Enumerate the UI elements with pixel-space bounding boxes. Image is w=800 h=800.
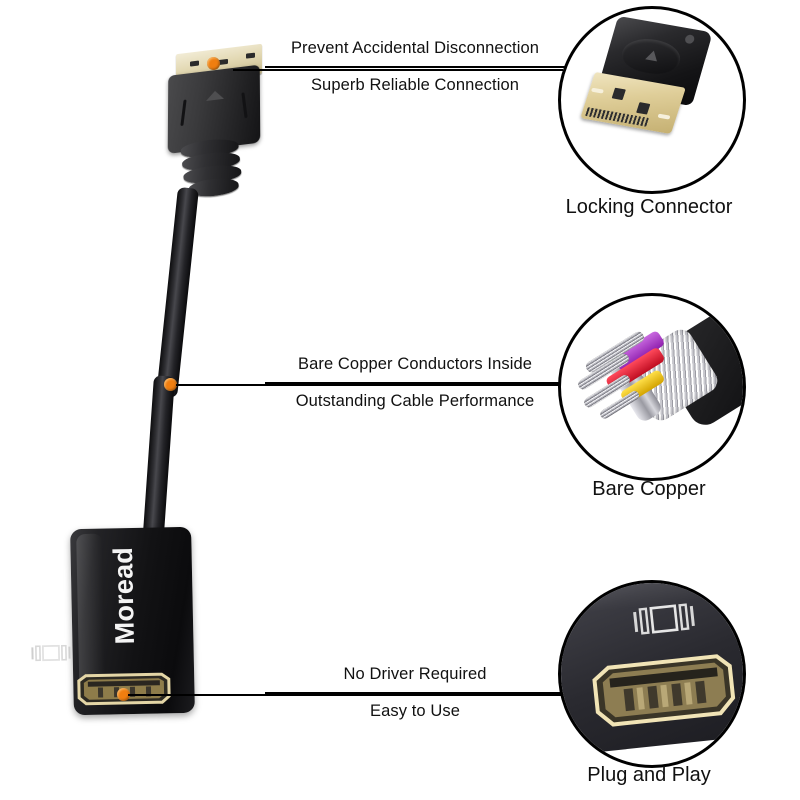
- callout-plug-and-play: No Driver Required Easy to Use: [265, 666, 565, 719]
- callout-line-top: Bare Copper Conductors Inside: [297, 355, 533, 373]
- callout-bare-copper: Bare Copper Conductors Inside Outstandin…: [265, 356, 565, 409]
- leader-line-copper: [176, 384, 566, 386]
- callout-line-top: No Driver Required: [343, 665, 487, 683]
- cable-upper: [156, 186, 199, 398]
- detail-bubble-plug-and-play: [558, 580, 746, 768]
- callout-divider: [265, 691, 565, 694]
- callout-line-top: Prevent Accidental Disconnection: [290, 39, 540, 57]
- marker-dot-icon: [164, 378, 177, 391]
- leader-line-locking: [233, 69, 563, 71]
- cable-lower: [142, 375, 175, 547]
- marker-dot-icon: [117, 688, 130, 701]
- brand-logo: Moread: [107, 546, 140, 645]
- bubble-caption-bare-copper: Bare Copper: [592, 478, 706, 500]
- callout-line-bottom: Superb Reliable Connection: [310, 75, 520, 94]
- display-monitor-icon: [31, 644, 71, 662]
- plug-latch-right: [241, 92, 248, 119]
- callout-line-bottom: Easy to Use: [369, 701, 461, 720]
- detail-bubble-locking-connector: [558, 6, 746, 194]
- detail-bubble-bare-copper: [558, 293, 746, 481]
- callout-divider: [265, 381, 565, 384]
- plug-arrow-icon: [206, 89, 224, 101]
- display-monitor-icon: [633, 603, 695, 635]
- callout-locking-connector: Prevent Accidental Disconnection Superb …: [265, 40, 565, 93]
- callout-divider: [265, 65, 565, 68]
- marker-dot-icon: [207, 57, 220, 70]
- bubble-caption-locking-connector: Locking Connector: [565, 196, 733, 218]
- leader-line-plugplay: [128, 694, 568, 696]
- hdmi-port-icon: [592, 654, 736, 727]
- bubble-caption-plug-and-play: Plug and Play: [587, 764, 711, 786]
- plug-latch-left: [180, 99, 187, 126]
- callout-line-bottom: Outstanding Cable Performance: [295, 391, 535, 410]
